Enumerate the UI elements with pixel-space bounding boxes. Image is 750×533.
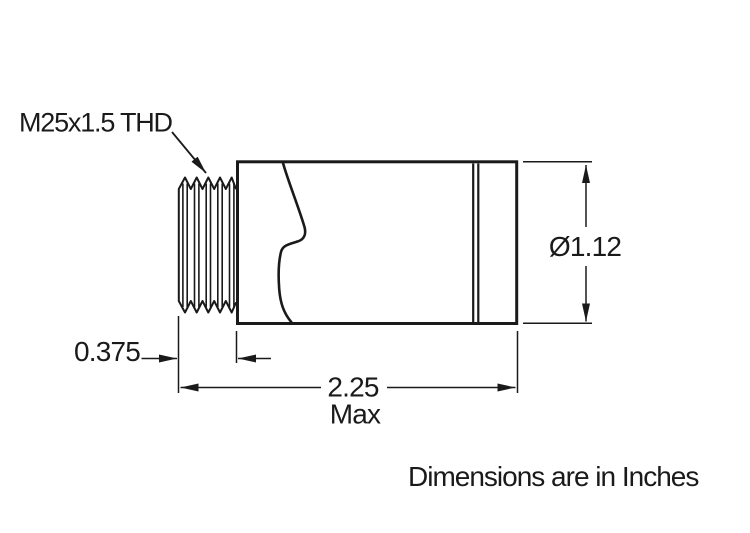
thread-length-extension-lines bbox=[177, 316, 238, 393]
thread-callout-leader: M25x1.5 THD bbox=[19, 108, 207, 174]
units-note: Dimensions are in Inches bbox=[408, 461, 698, 492]
thread-crest-lines bbox=[182, 183, 235, 307]
body-seam-curve bbox=[277, 161, 307, 324]
overall-length-qualifier-label: Max bbox=[330, 399, 381, 430]
body-outline bbox=[236, 160, 519, 325]
thread-length-dim-label: 0.375 bbox=[74, 336, 140, 367]
diameter-extension-lines bbox=[523, 161, 592, 325]
overall-length-dimension: 2.25 Max bbox=[180, 331, 519, 430]
diameter-dimension: Ø1.12 bbox=[523, 161, 622, 325]
thread-length-dimension: 0.375 bbox=[74, 316, 271, 393]
thread-outline bbox=[177, 176, 238, 314]
diameter-dim-label: Ø1.12 bbox=[549, 231, 622, 262]
end-cap-groove-lines bbox=[472, 163, 480, 322]
overall-length-dim-label: 2.25 bbox=[327, 372, 379, 403]
thread-profile bbox=[177, 176, 238, 314]
leader-arrow bbox=[171, 131, 207, 174]
thread-callout-label: M25x1.5 THD bbox=[19, 108, 173, 138]
